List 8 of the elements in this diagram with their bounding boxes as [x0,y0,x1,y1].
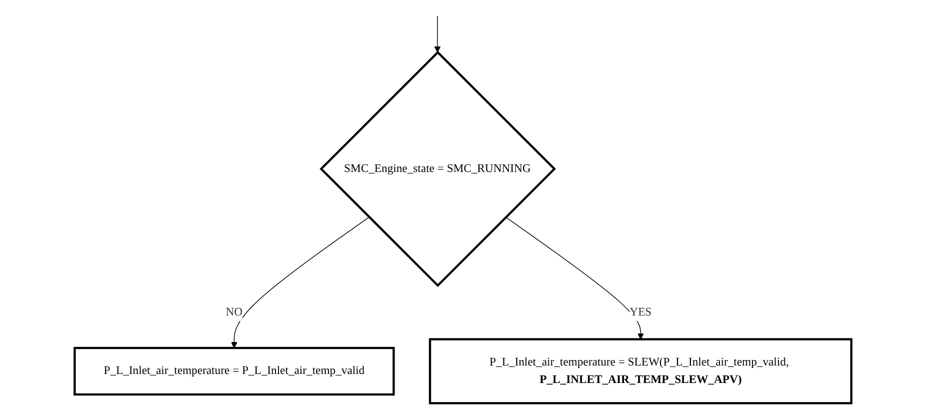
arrow [505,216,644,340]
edge-label: NO [226,306,243,318]
edge-label: YES [630,306,652,318]
arrow [230,216,370,348]
node-diamond: SMC_Engine_state = SMC_RUNNING [320,50,556,288]
node-box: P_L_Inlet_air_temperature = SLEW(P_L_Inlet_air_temp_valid, P_L_INLET_AIR_TEMP_SLEW_APV) [428,338,852,404]
node-box: P_L_Inlet_air_temperature = P_L_Inlet_air_temp_valid [74,346,395,396]
arrow [434,16,441,53]
